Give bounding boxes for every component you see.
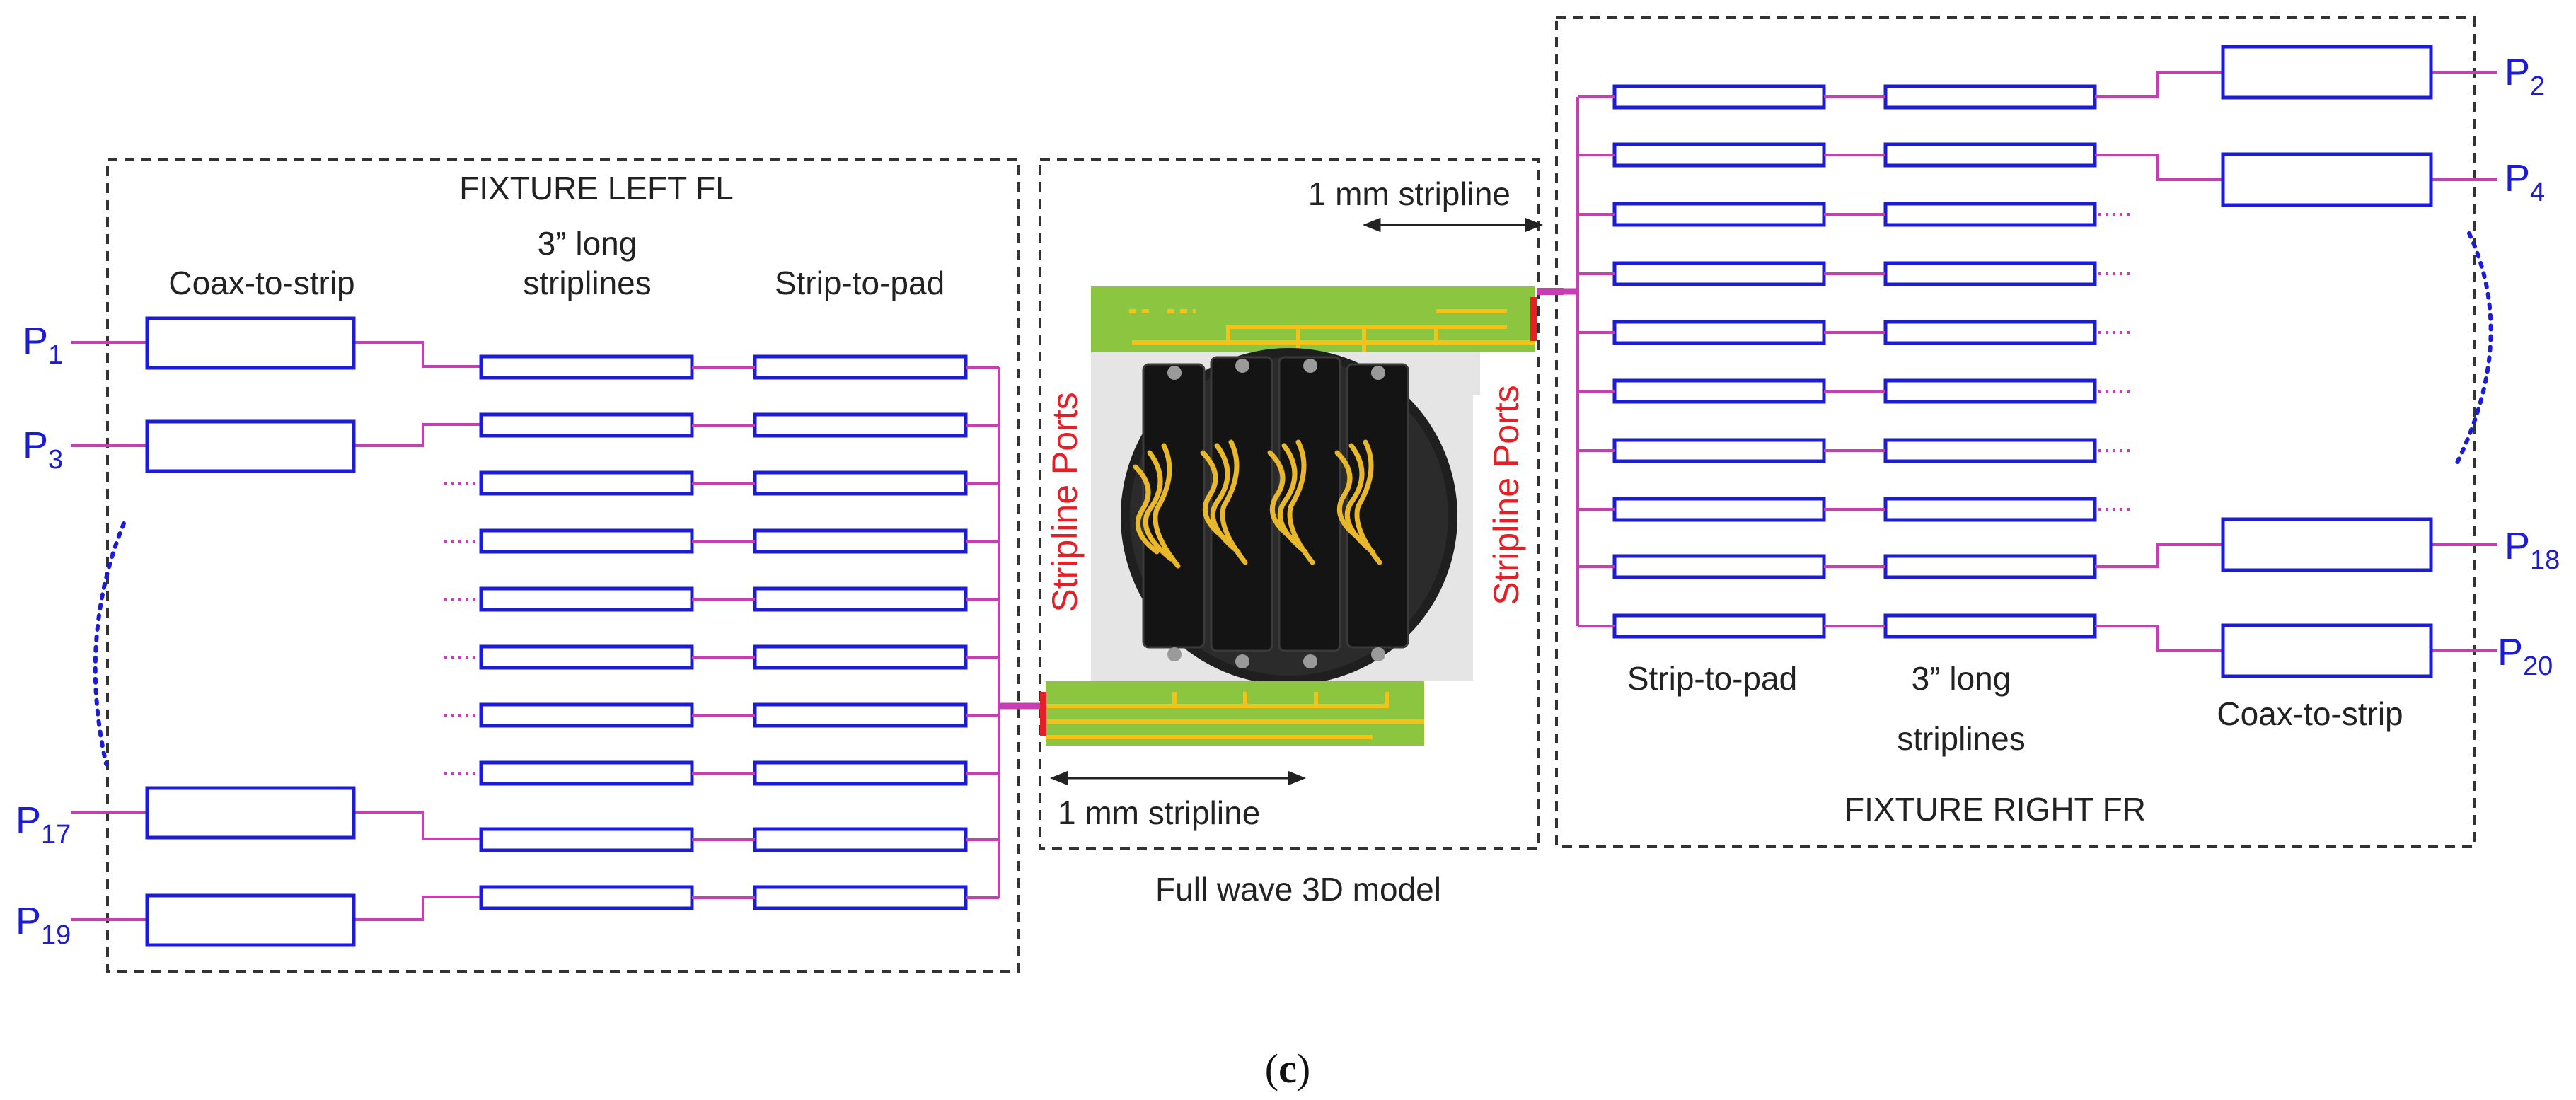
right-col-long-label-2: striplines	[1897, 720, 2026, 757]
right-port-p2: P2	[2505, 51, 2545, 101]
svg-text:P2: P2	[2505, 51, 2545, 101]
left-ellipsis-arc	[93, 521, 126, 766]
right-col-pad-label: Strip-to-pad	[1627, 660, 1797, 697]
left-stripline-rows	[444, 354, 1040, 910]
right-port-p4: P4	[2505, 157, 2545, 207]
right-stripline-rows	[1556, 71, 2497, 652]
right-col-long-label-1: 3” long	[1912, 660, 2011, 697]
left-fixture-title: FIXTURE LEFT FL	[459, 170, 734, 207]
center-3d-model	[1040, 286, 1564, 746]
svg-text:P20: P20	[2497, 631, 2553, 681]
left-port-p3: P3	[23, 424, 63, 475]
center-bottom-length-label: 1 mm stripline	[1058, 794, 1260, 831]
center-model-label: Full wave 3D model	[1155, 871, 1441, 908]
left-port-p17: P17	[16, 799, 71, 850]
right-coax-boxes	[2221, 45, 2433, 678]
right-stripline-ports-label: Stripline Ports	[1486, 385, 1526, 605]
svg-text:P3: P3	[23, 424, 63, 475]
svg-text:P18: P18	[2505, 525, 2560, 575]
center-top-length-label: 1 mm stripline	[1308, 175, 1511, 212]
left-wiring	[71, 341, 481, 921]
svg-text:P1: P1	[23, 320, 63, 370]
left-port-p1: P1	[23, 320, 63, 370]
center-top-dimension-arrow	[1362, 217, 1544, 233]
svg-text:P19: P19	[16, 900, 71, 950]
left-col-long-label-2: striplines	[523, 265, 652, 301]
svg-text:P4: P4	[2505, 157, 2545, 207]
svg-text:P17: P17	[16, 799, 71, 850]
figure-caption: (c)	[1265, 1046, 1310, 1092]
right-fixture-title: FIXTURE RIGHT FR	[1844, 791, 2146, 828]
right-col-coax-label: Coax-to-strip	[2217, 695, 2403, 732]
left-coax-boxes	[145, 316, 356, 947]
left-port-p19: P19	[16, 900, 71, 950]
right-fixture-frame	[1555, 16, 2476, 848]
left-col-pad-label: Strip-to-pad	[775, 265, 945, 301]
right-port-p20: P20	[2497, 631, 2553, 681]
right-port-p18: P18	[2505, 525, 2560, 575]
left-col-coax-label: Coax-to-strip	[168, 265, 354, 301]
left-stripline-ports-label: Stripline Ports	[1045, 392, 1085, 612]
center-bottom-dimension-arrow	[1049, 770, 1307, 786]
left-col-long-label-1: 3” long	[538, 225, 637, 262]
right-ellipsis-arc	[2453, 231, 2493, 469]
bottom-board	[1046, 681, 1424, 746]
top-stripline-port	[1530, 297, 1537, 341]
bottom-stripline-port	[1040, 692, 1046, 736]
